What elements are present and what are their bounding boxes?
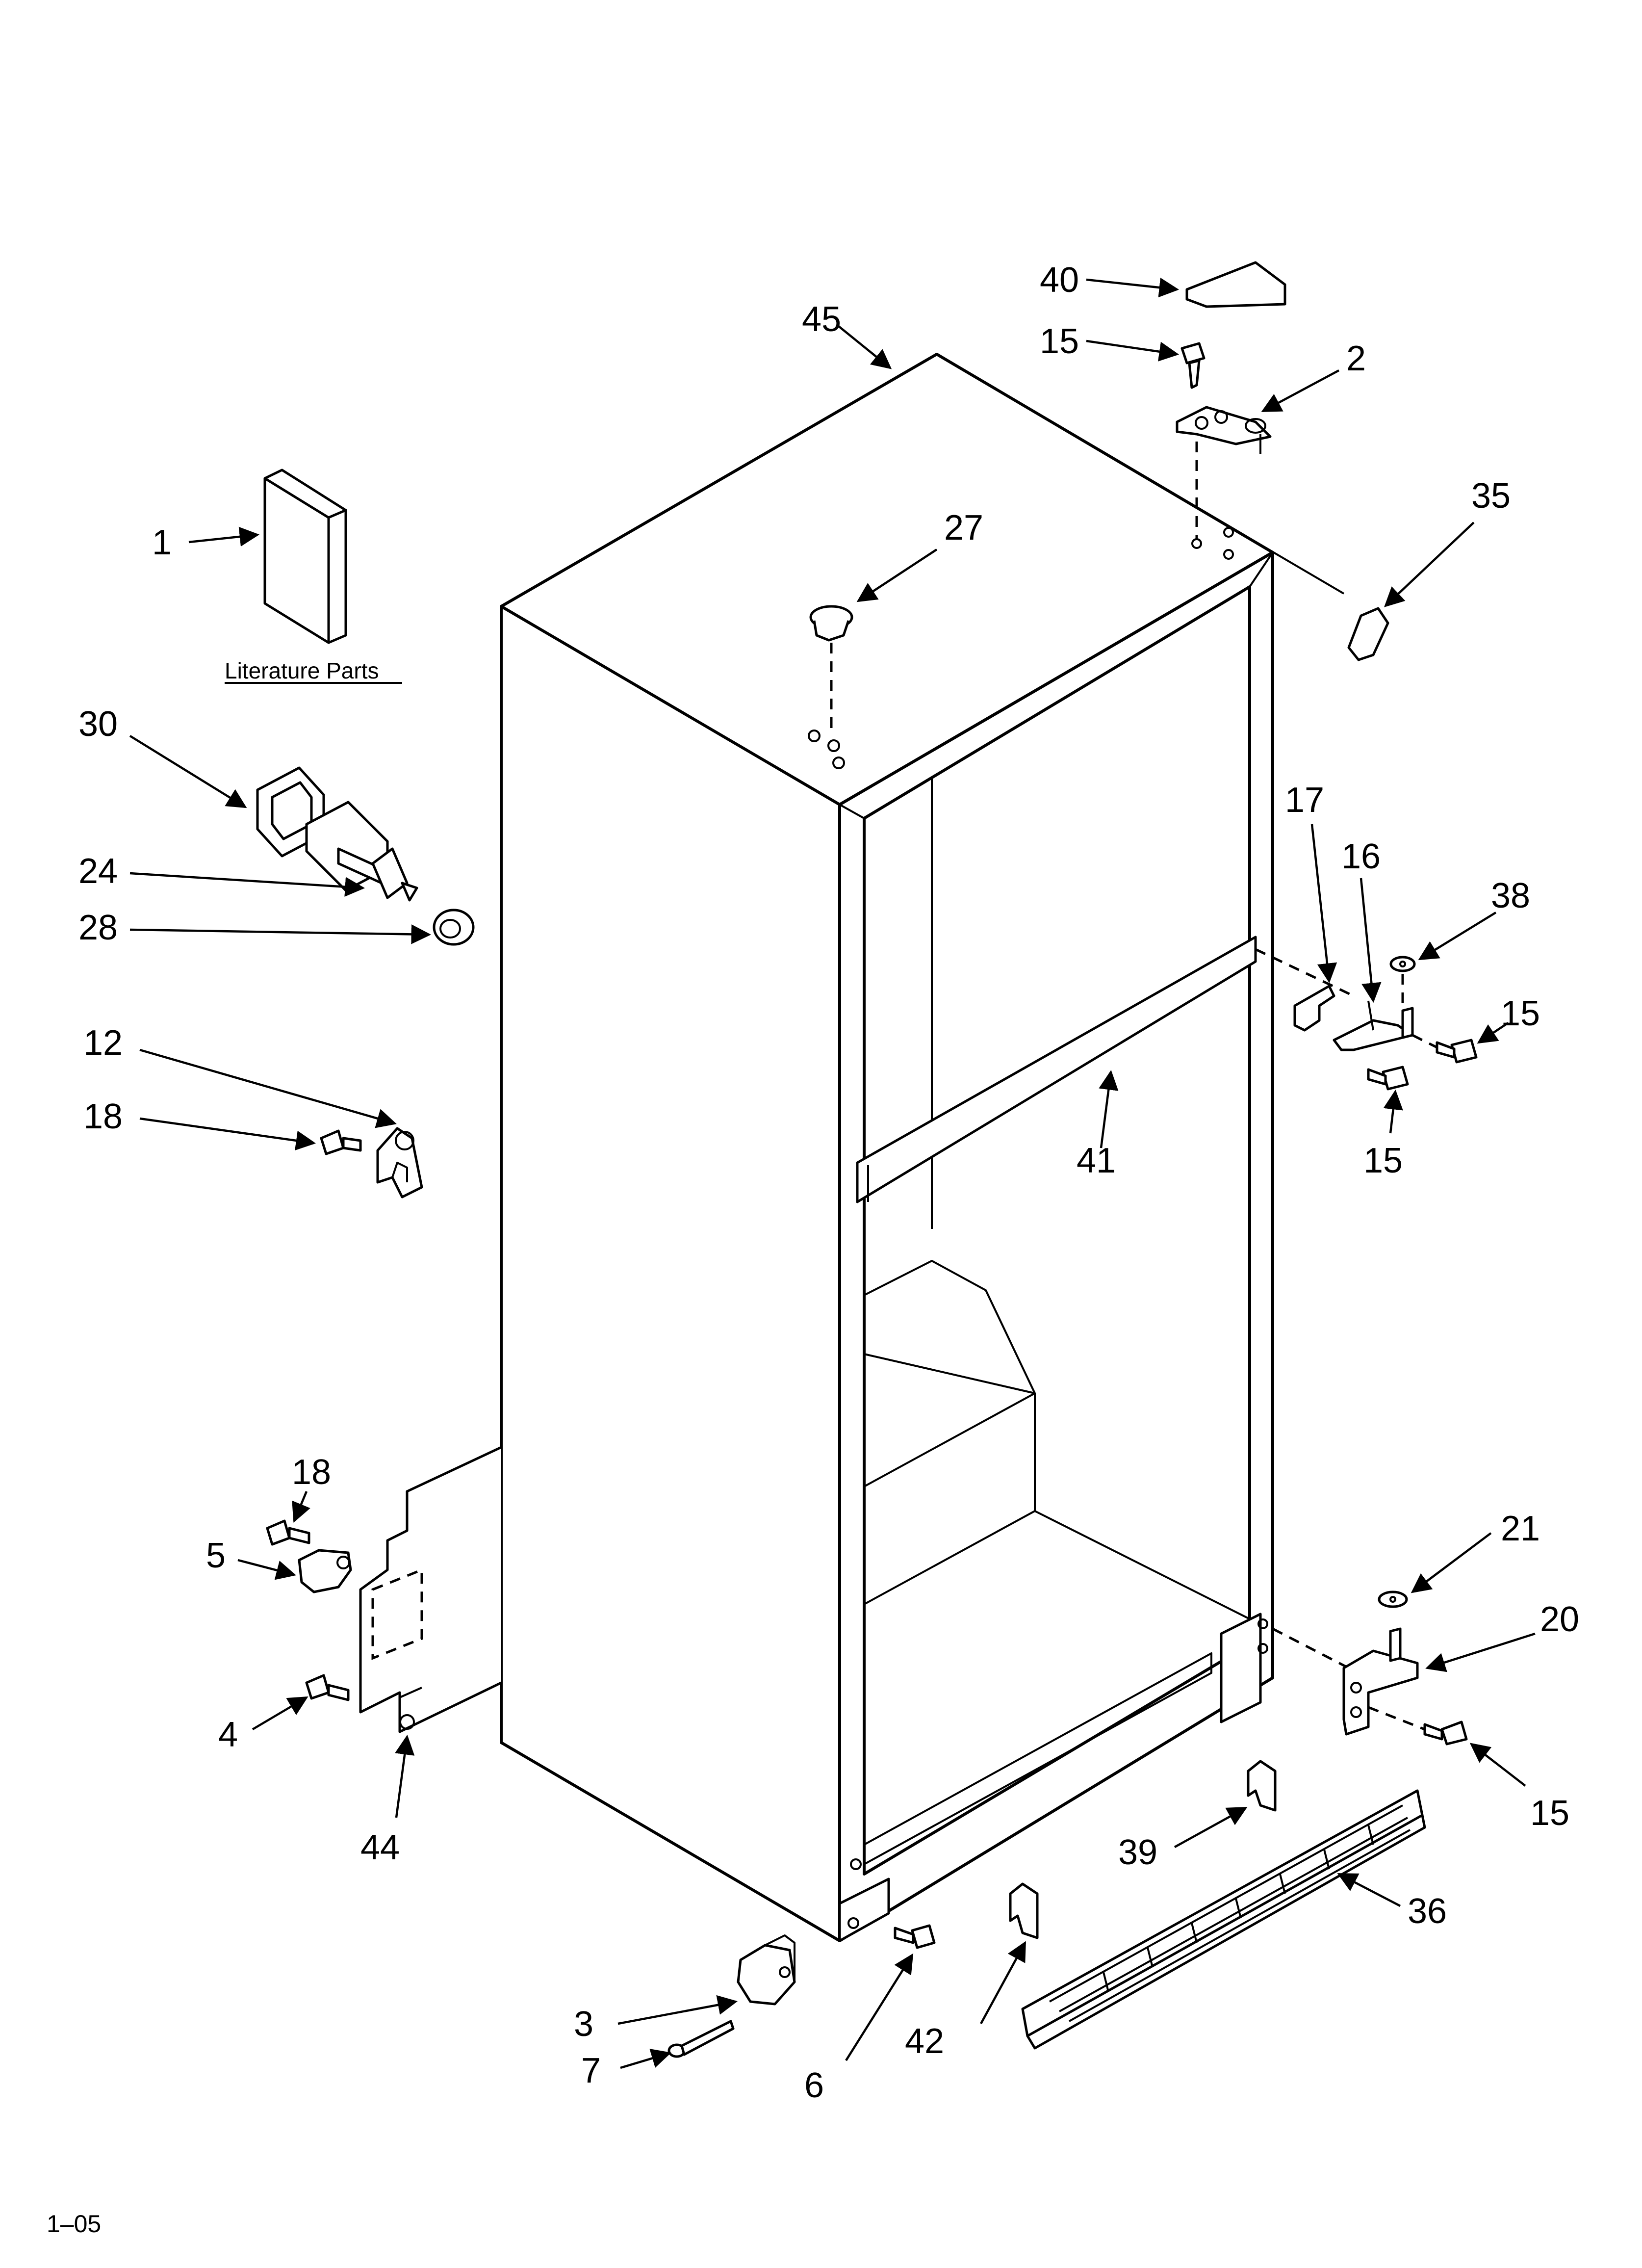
divider-rail [856, 936, 1355, 1203]
callout-28: 28 [78, 908, 118, 947]
grille-clip-39 [1247, 1760, 1277, 1812]
callout-36: 36 [1408, 1892, 1447, 1931]
callout-5: 5 [206, 1536, 226, 1575]
callout-45: 45 [802, 300, 841, 339]
callout-24: 24 [78, 852, 118, 891]
cabinet-side [500, 605, 841, 1942]
screw-18-lower [266, 1519, 310, 1546]
damper-control [305, 801, 418, 902]
cabinet-top [500, 353, 1274, 806]
callout-1: 1 [152, 523, 172, 562]
callout-17: 17 [1285, 781, 1324, 820]
callout-3: 3 [574, 2005, 593, 2044]
grille-clip-42 [1009, 1882, 1039, 1939]
pin-7 [667, 2020, 735, 2058]
hinge-pin-cover [1272, 551, 1389, 661]
callout-15-top: 15 [1040, 322, 1079, 361]
callout-labels: 45 40 15 2 35 1 27 30 24 28 12 18 17 16 … [78, 261, 1579, 2105]
page-code: 1–05 [47, 2210, 101, 2238]
callout-44: 44 [360, 1828, 400, 1867]
screw-15-lower [1368, 1706, 1468, 1746]
callout-42: 42 [905, 2022, 944, 2061]
literature-parts-label: Literature Parts [225, 658, 379, 683]
callout-38: 38 [1491, 876, 1530, 915]
screw-18-upper [320, 1129, 362, 1155]
literature-booklet [263, 469, 347, 644]
callout-15-right: 15 [1501, 994, 1540, 1033]
callout-40: 40 [1040, 261, 1079, 300]
damper-clip [376, 1127, 423, 1199]
callout-15-mid: 15 [1363, 1141, 1403, 1180]
cabinet-front-frame [838, 551, 1274, 1942]
washer-38 [1389, 956, 1416, 1006]
callout-39: 39 [1118, 1833, 1157, 1872]
toe-grille [1021, 1789, 1426, 2050]
screw-6 [894, 1924, 936, 1949]
refrigerator-cabinet [500, 353, 1274, 1942]
bottom-hinge [1342, 1627, 1419, 1736]
screw-15-top [1180, 342, 1206, 389]
clamp [298, 1549, 352, 1593]
callout-15-lower: 15 [1530, 1794, 1569, 1833]
screw-15-right [1411, 1034, 1478, 1064]
rear-access-panel [359, 1446, 502, 1733]
callout-21: 21 [1501, 1509, 1540, 1548]
callout-30: 30 [78, 704, 118, 744]
washer-21 [1272, 1590, 1408, 1669]
callout-2: 2 [1346, 339, 1366, 378]
center-hinge-bracket [1293, 985, 1414, 1051]
callout-16: 16 [1341, 837, 1381, 876]
callout-4: 4 [218, 1715, 238, 1754]
callout-41: 41 [1077, 1141, 1116, 1180]
callout-6: 6 [804, 2066, 824, 2105]
leveling-leg [737, 1934, 796, 2006]
screw-15-mid [1367, 1066, 1409, 1091]
bushing [433, 909, 475, 946]
callout-20: 20 [1540, 1600, 1579, 1639]
plug-button [809, 605, 853, 731]
cabinet-front-inner [863, 585, 1251, 1876]
callout-18-lower: 18 [292, 1453, 331, 1492]
hinge-cover [1185, 261, 1286, 308]
callout-27: 27 [944, 508, 983, 547]
callout-35: 35 [1471, 476, 1511, 516]
callout-7: 7 [581, 2051, 601, 2090]
leader-lines [129, 277, 1536, 2069]
callout-12: 12 [83, 1023, 123, 1063]
screw-4 [305, 1674, 350, 1701]
top-hinge [1176, 406, 1272, 540]
callout-18-upper: 18 [83, 1097, 123, 1136]
